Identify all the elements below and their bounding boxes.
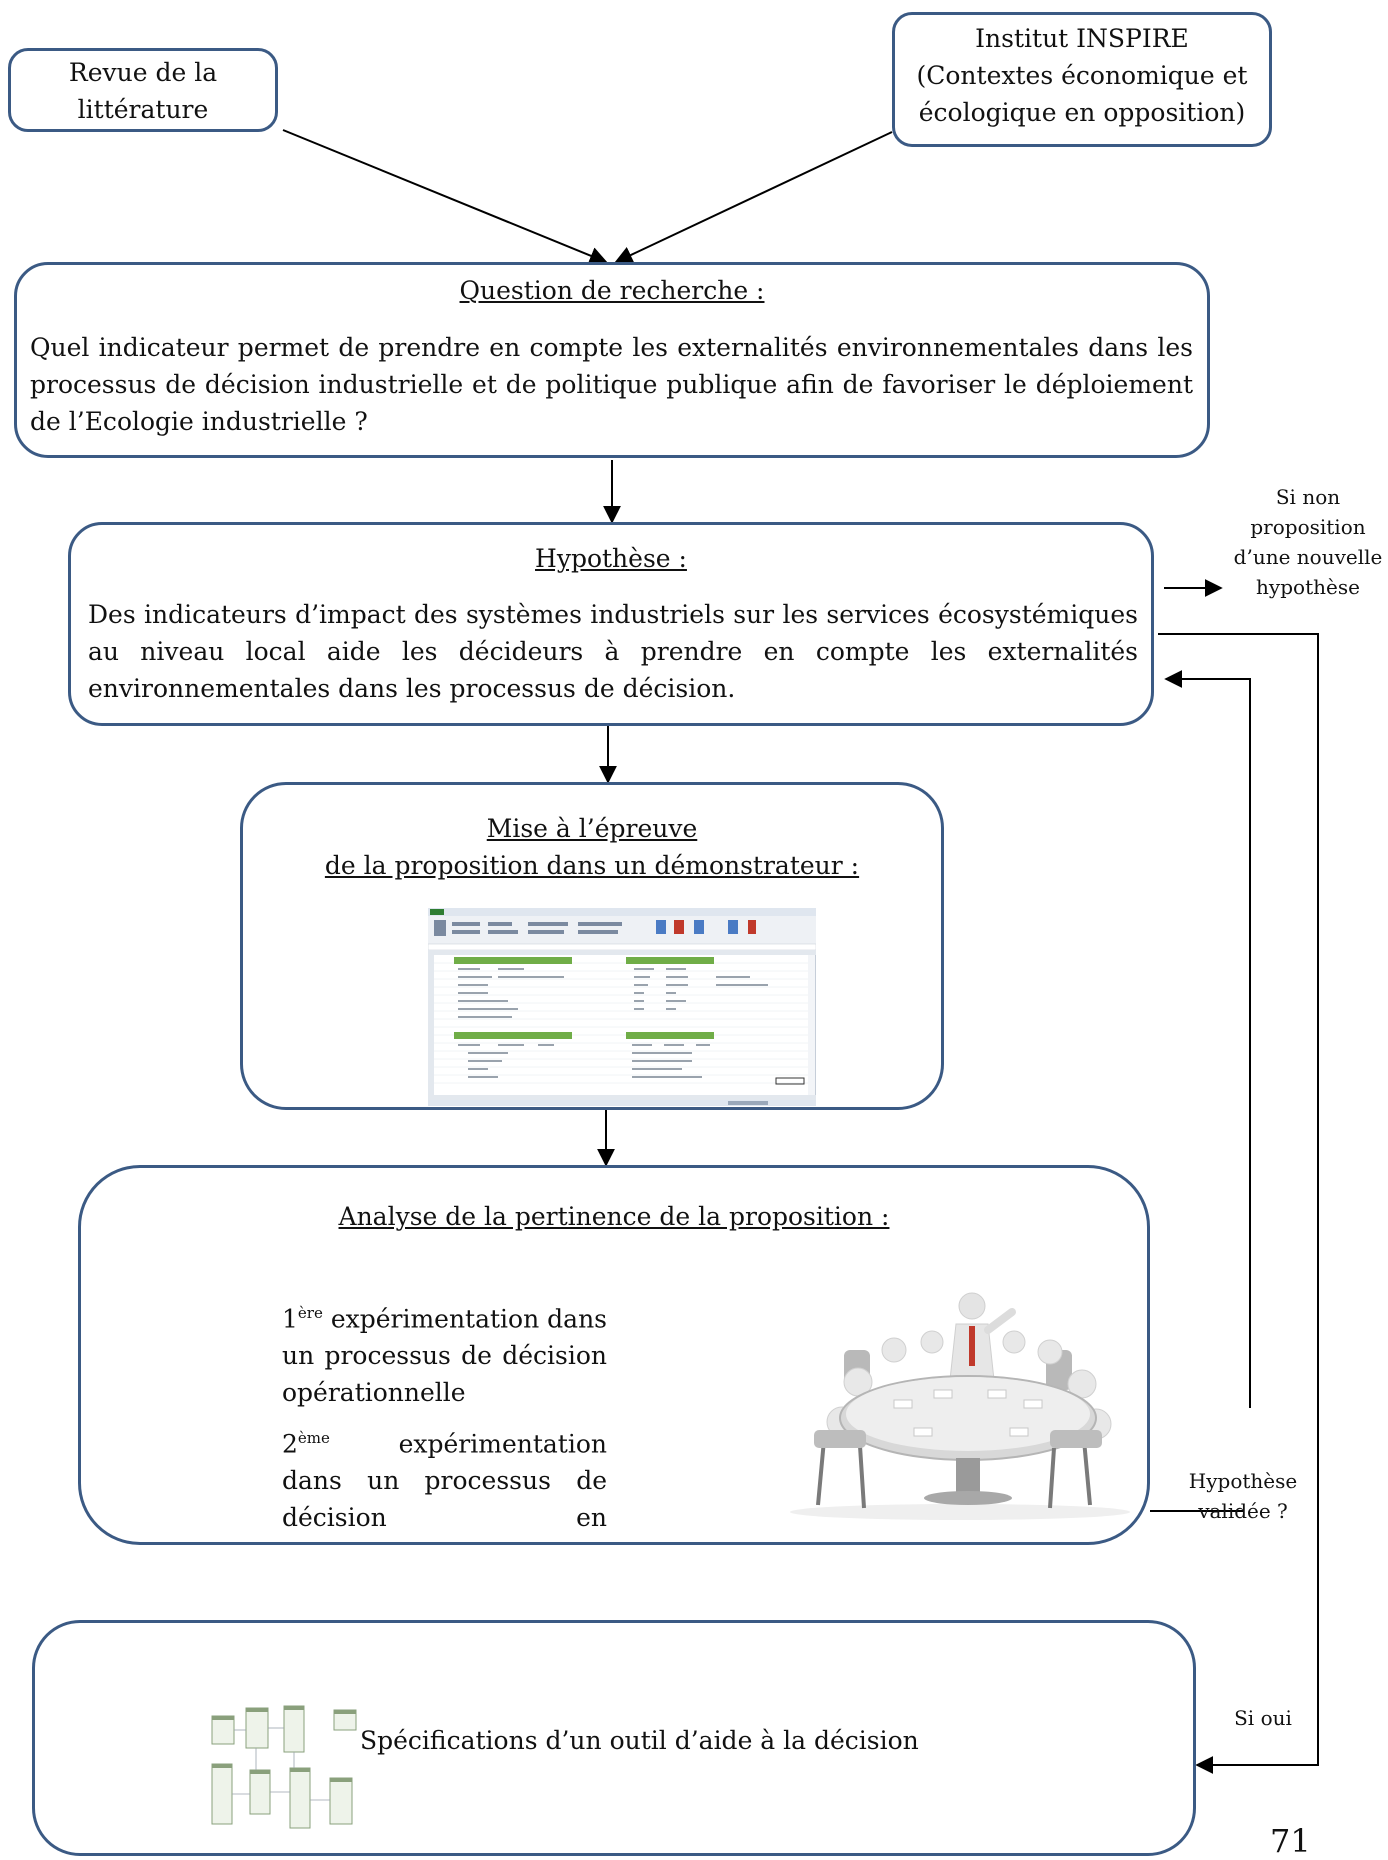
epreuve-title-line1: Mise à l’épreuve: [486, 814, 698, 843]
node-inspire-label: Institut INSPIRE (Contextes économique e…: [892, 20, 1272, 131]
litterature-line2: littérature: [77, 95, 209, 124]
inspire-line3: écologique en opposition): [918, 98, 1246, 127]
meeting-illustration: [784, 1290, 1132, 1520]
epreuve-title: Mise à l’épreuve de la proposition dans …: [240, 810, 944, 884]
node-litterature: [8, 48, 278, 132]
inspire-line2: (Contextes économique et: [916, 61, 1248, 90]
exp1-number: 1: [282, 1304, 298, 1334]
inspire-line1: Institut INSPIRE: [975, 24, 1189, 53]
node-hypothese: [68, 522, 1154, 726]
node-litterature-label: Revue de la littérature: [8, 54, 278, 128]
validated-path-line: [1158, 633, 1319, 1774]
exp2-text: expérimentation dans un processus de déc…: [282, 1429, 607, 1528]
question-text: Quel indicateur permet de prendre en com…: [30, 333, 1193, 436]
arrow-litterature-to-question: [282, 129, 608, 265]
feedback-loop-line: [1164, 670, 1251, 1408]
spreadsheet-image: [428, 908, 816, 1106]
si-non-line4: hypothèse: [1256, 575, 1360, 599]
epreuve-title-line2: de la proposition dans un démonstrateur …: [324, 851, 860, 880]
specs-text: Spécifications d’un outil d’aide à la dé…: [360, 1726, 919, 1755]
experiment-1: 1ère expérimentation dans un processus d…: [282, 1295, 607, 1411]
exp2-number: 2: [282, 1429, 298, 1459]
litterature-line1: Revue de la: [68, 58, 218, 87]
hypothese-title: Hypothèse :: [535, 544, 687, 573]
analyse-title: Analyse de la pertinence de la propositi…: [338, 1202, 890, 1231]
exp1-suffix: ère: [297, 1304, 323, 1322]
label-si-non: Si non proposition d’une nouvelle hypoth…: [1230, 482, 1386, 602]
label-hypothese-validee: Hypothèse validée ?: [1168, 1466, 1318, 1526]
validee-line1: Hypothèse: [1188, 1469, 1298, 1493]
si-non-line3: d’une nouvelle: [1233, 545, 1383, 569]
hypothese-text: Des indicateurs d’impact des systèmes in…: [88, 600, 1138, 703]
si-non-line1: Si non: [1275, 485, 1341, 509]
validee-line2: validée ?: [1198, 1499, 1288, 1523]
arrow-inspire-to-question: [614, 131, 893, 264]
exp2-suffix: ème: [297, 1429, 330, 1447]
label-si-oui: Si oui: [1234, 1706, 1292, 1730]
exp1-text: expérimentation dans un processus de déc…: [282, 1304, 607, 1408]
node-inspire: [892, 12, 1272, 147]
si-non-line2: proposition: [1250, 515, 1366, 539]
database-schema-image: [210, 1704, 362, 1836]
page-number: 71: [1270, 1822, 1311, 1860]
node-question: [14, 262, 1210, 458]
experiment-2: 2ème expérimentation dans un processus d…: [282, 1420, 607, 1528]
question-title: Question de recherche :: [459, 276, 765, 305]
